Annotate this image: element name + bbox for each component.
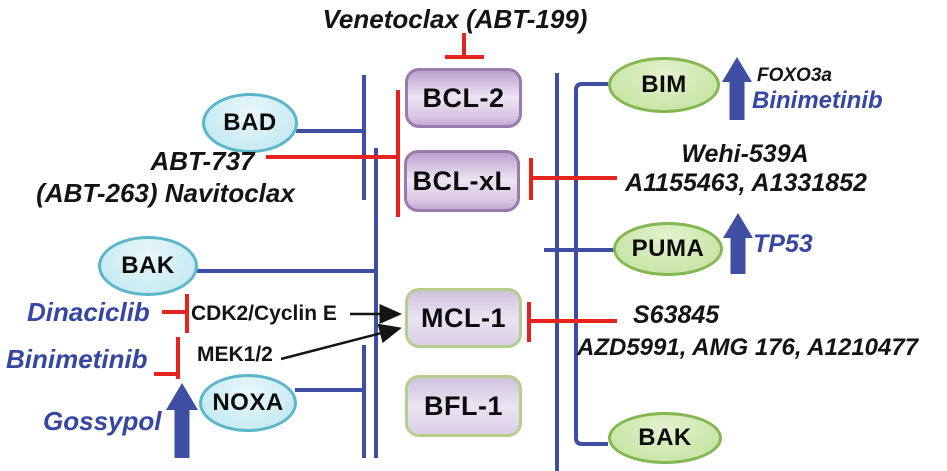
title-venetoclax: Venetoclax (ABT-199) [322,4,588,34]
label-abt263-navitoclax: (ABT-263) Navitoclax [36,178,295,208]
node-bcl2-label: BCL-2 [422,82,505,113]
label-mek12: MEK1/2 [197,343,273,366]
node-bim: BIM [608,57,720,113]
bim-bak-bracket-line [574,82,608,446]
label-abt737: ABT-737 [150,146,255,176]
node-mcl1: MCL-1 [405,288,522,348]
noxa-upregulation-arrow-icon [166,383,198,458]
mek-to-mcl1-arrow-icon [280,323,402,361]
label-a-compounds: A1155463, A1331852 [625,169,867,197]
node-bclxl-label: BCL-xL [412,165,512,196]
node-noxa: NOXA [199,374,297,432]
label-dinaciclib: Dinaciclib [27,297,150,327]
label-binimetinib-right: Binimetinib [752,87,883,114]
node-puma-label: PUMA [631,235,705,262]
node-bcl2: BCL-2 [405,68,522,128]
node-bfl1-label: BFL-1 [424,390,503,421]
node-bad-label: BAD [223,109,277,136]
bim-upregulation-arrow-icon [722,57,752,120]
node-bak-left: BAK [98,236,198,296]
label-gossypol: Gossypol [43,406,162,436]
node-bclxl: BCL-xL [404,150,520,212]
label-tp53: TP53 [753,230,813,258]
node-bfl1: BFL-1 [405,375,522,437]
node-bak-right: BAK [608,412,722,464]
node-bim-label: BIM [641,71,687,98]
label-wehi539a: Wehi-539A [681,140,809,168]
label-binimetinib-left: Binimetinib [6,344,148,374]
puma-upregulation-arrow-icon [723,213,753,274]
label-azd-compounds: AZD5991, AMG 176, A1210477 [577,334,919,361]
node-noxa-label: NOXA [212,389,284,416]
node-bad: BAD [202,93,298,153]
node-bak-right-label: BAK [638,424,692,451]
node-puma: PUMA [613,222,723,276]
node-mcl1-label: MCL-1 [421,302,506,333]
label-cdk2-cyclin-e: CDK2/Cyclin E [191,302,337,325]
label-foxo3a: FOXO3a [757,65,832,86]
node-bak-left-label: BAK [121,252,175,279]
label-s63845: S63845 [633,301,720,329]
